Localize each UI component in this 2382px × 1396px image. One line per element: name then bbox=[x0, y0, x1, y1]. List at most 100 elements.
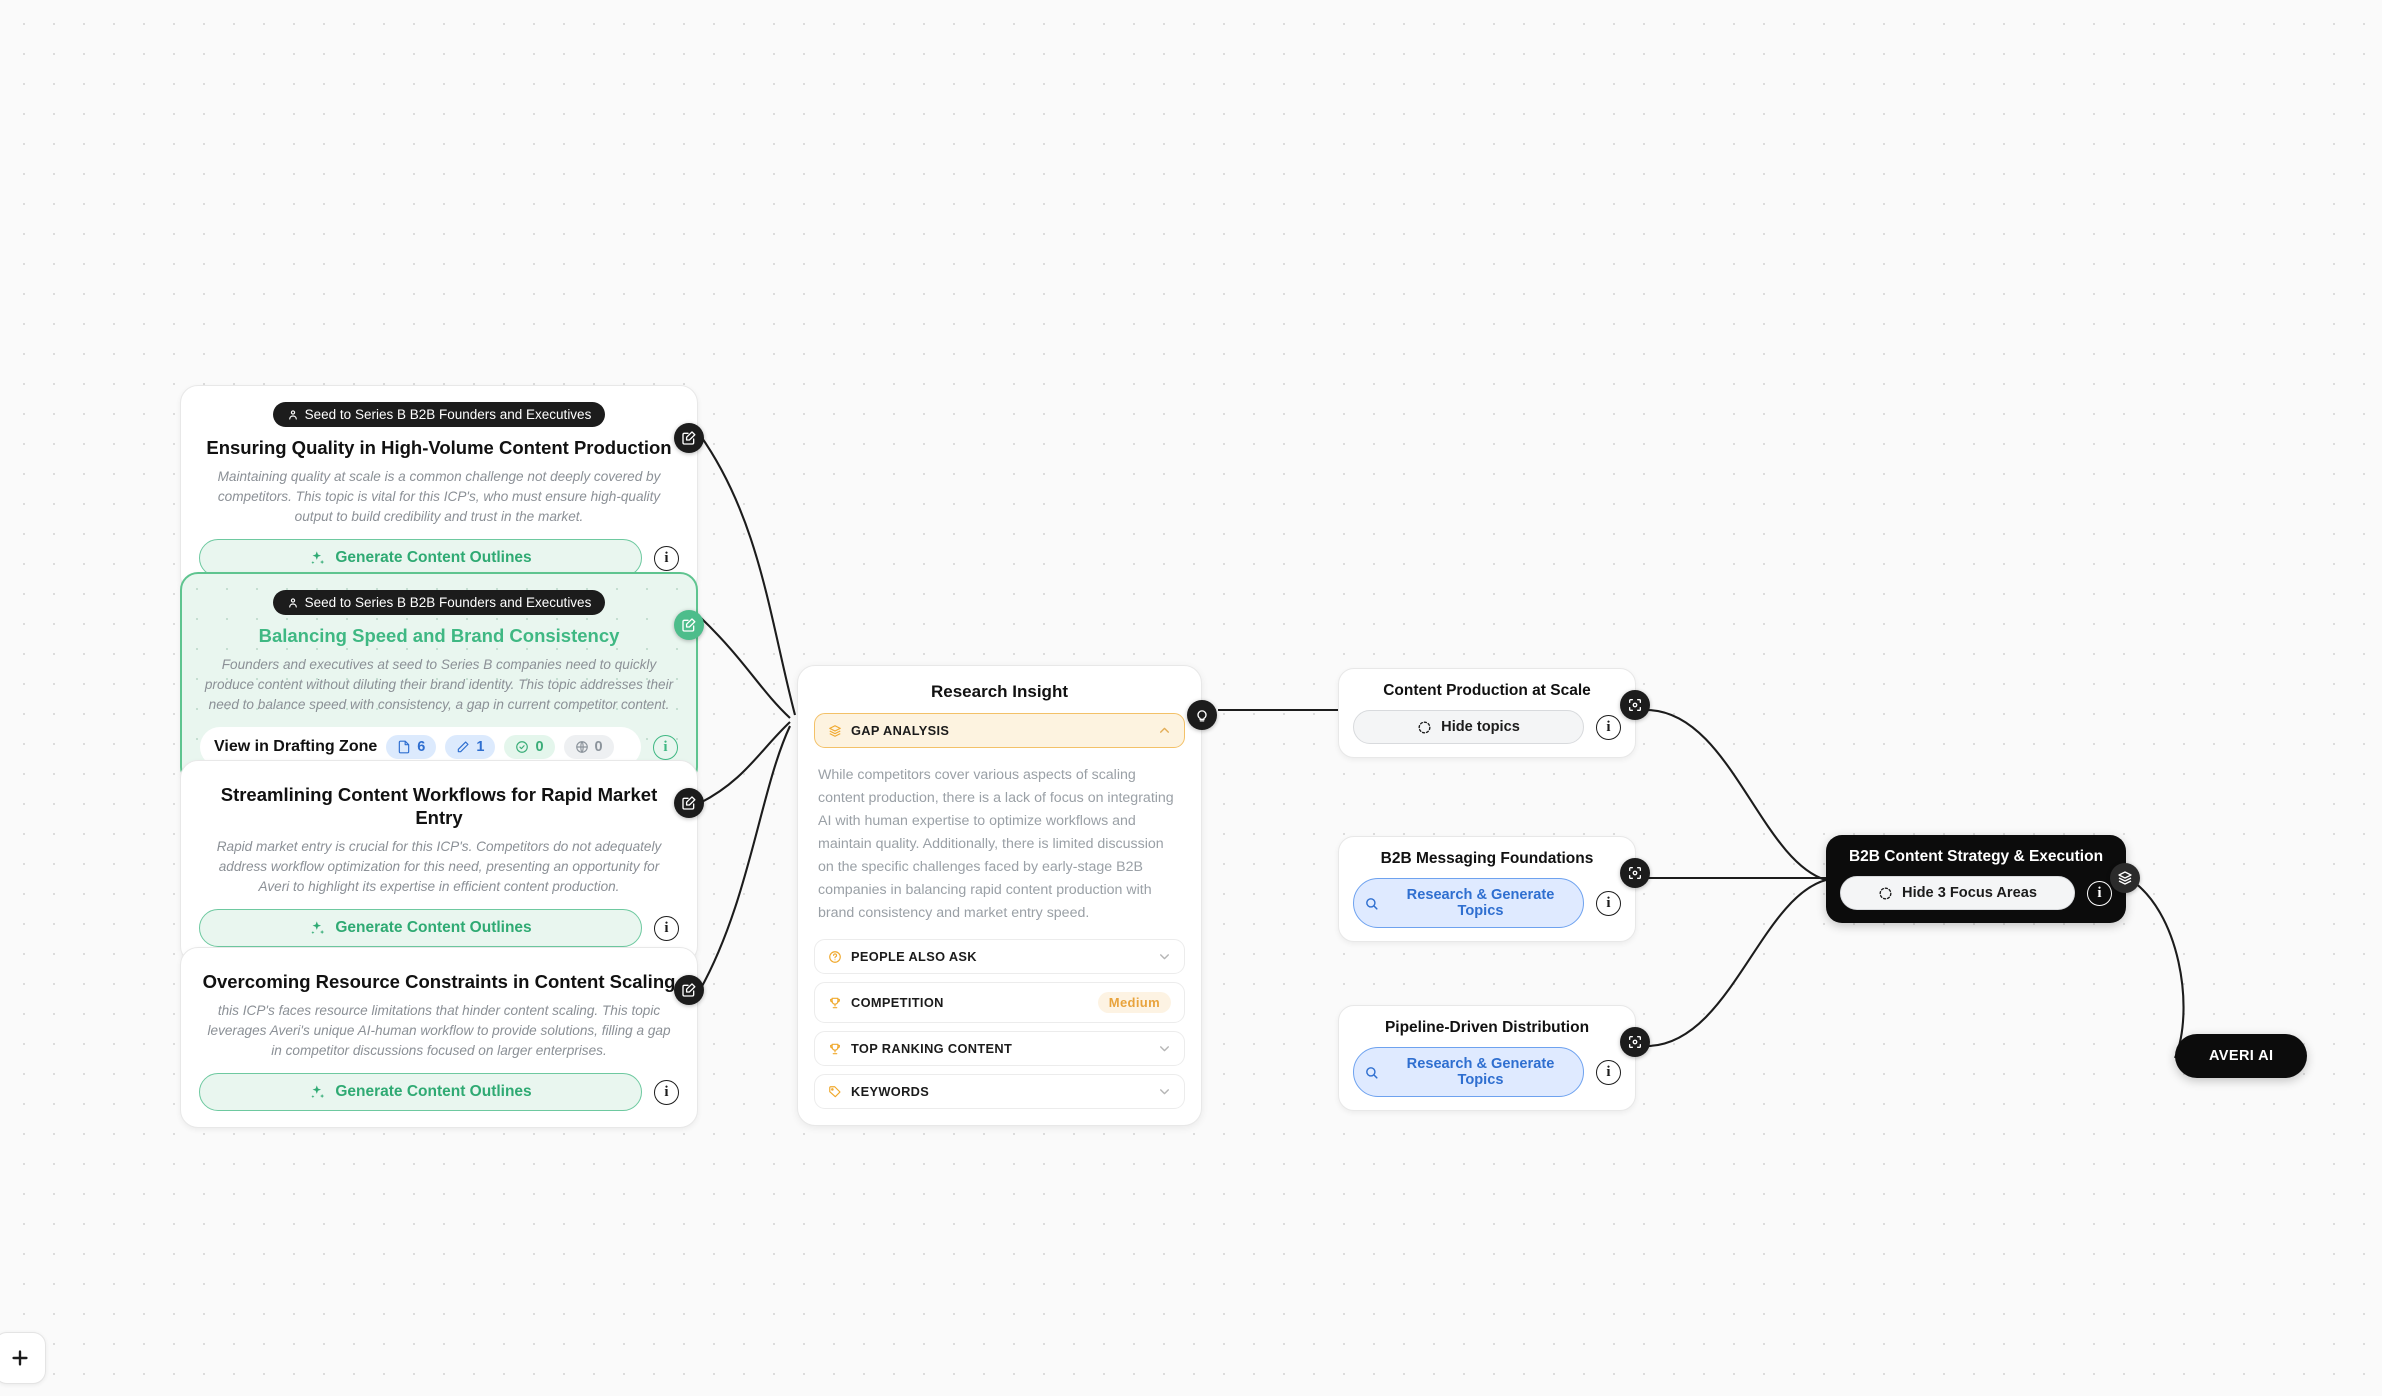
icp-label: Seed to Series B B2B Founders and Execut… bbox=[304, 407, 592, 422]
research-insight-panel: Research Insight GAP ANALYSIS While comp… bbox=[797, 665, 1202, 1126]
dashed-circle-icon bbox=[1879, 887, 1892, 899]
edit-node-badge[interactable] bbox=[674, 788, 704, 818]
accordion-keywords[interactable]: KEYWORDS bbox=[814, 1074, 1185, 1109]
layers-icon bbox=[2118, 871, 2132, 885]
competition-level-badge: Medium bbox=[1097, 992, 1171, 1013]
hide-focus-areas-button[interactable]: Hide 3 Focus Areas bbox=[1840, 876, 2075, 910]
strategy-node[interactable]: B2B Content Strategy & Execution Hide 3 … bbox=[1826, 835, 2140, 923]
info-icon[interactable]: i bbox=[1596, 714, 1621, 740]
chevron-up-icon bbox=[1160, 727, 1169, 733]
topic-description: this ICP's faces resource limitations th… bbox=[207, 1003, 671, 1058]
accordion-competition[interactable]: COMPETITION Medium bbox=[814, 982, 1185, 1023]
scan-icon bbox=[1629, 1036, 1641, 1048]
edge-focus3-strategy bbox=[1647, 878, 1827, 1048]
research-insight-node[interactable]: Research Insight GAP ANALYSIS While comp… bbox=[797, 665, 1217, 1126]
info-icon[interactable]: i bbox=[654, 545, 679, 571]
generate-button-label: Generate Content Outlines bbox=[335, 549, 532, 567]
sparkle-icon bbox=[311, 1085, 325, 1098]
topic-description: Rapid market entry is crucial for this I… bbox=[216, 839, 662, 894]
focus-card-title: B2B Messaging Foundations bbox=[1380, 850, 1594, 867]
scan-node-badge[interactable] bbox=[1620, 858, 1650, 888]
scan-node-badge[interactable] bbox=[1620, 1027, 1650, 1057]
research-generate-topics-button[interactable]: Research & Generate Topics bbox=[1353, 1047, 1584, 1097]
focus-card-body[interactable]: B2B Messaging Foundations Research & Gen… bbox=[1338, 836, 1636, 942]
focus-card-title: Content Production at Scale bbox=[1383, 682, 1591, 699]
add-node-button[interactable] bbox=[0, 1332, 46, 1384]
stat-documents[interactable]: 6 bbox=[386, 735, 437, 760]
card-action-row: View in Drafting Zone 6 1 0 bbox=[200, 727, 678, 768]
topic-card-body[interactable]: Overcoming Resource Constraints in Conte… bbox=[180, 947, 698, 1129]
card-action-row: Hide 3 Focus Areas i bbox=[1840, 876, 2112, 910]
topic-description: Maintaining quality at scale is a common… bbox=[217, 469, 661, 524]
edge-strategy-root bbox=[2127, 877, 2185, 1059]
lightbulb-icon bbox=[1197, 710, 1207, 722]
topic-card-2[interactable]: Seed to Series B B2B Founders and Execut… bbox=[180, 572, 704, 786]
trophy-icon bbox=[830, 997, 840, 1008]
edit-icon bbox=[682, 618, 696, 632]
accordion-gap-analysis[interactable]: GAP ANALYSIS bbox=[814, 713, 1185, 748]
info-icon[interactable]: i bbox=[653, 734, 678, 760]
person-icon bbox=[288, 597, 297, 608]
plus-icon bbox=[12, 1350, 28, 1366]
accordion-label: PEOPLE ALSO ASK bbox=[851, 949, 977, 964]
question-circle-icon bbox=[829, 950, 841, 963]
view-in-drafting-zone-button[interactable]: View in Drafting Zone 6 1 0 bbox=[200, 727, 641, 768]
edge-card3-insight bbox=[699, 721, 791, 804]
info-icon[interactable]: i bbox=[1596, 890, 1621, 916]
generate-content-outlines-button[interactable]: Generate Content Outlines bbox=[199, 1073, 642, 1112]
accordion-people-also-ask[interactable]: PEOPLE ALSO ASK bbox=[814, 939, 1185, 974]
edit-node-badge[interactable] bbox=[674, 610, 704, 640]
scan-node-badge[interactable] bbox=[1620, 690, 1650, 720]
stat-approved[interactable]: 0 bbox=[504, 735, 555, 760]
focus-card-1[interactable]: Content Production at Scale Hide topics … bbox=[1338, 668, 1650, 758]
stat-value: 0 bbox=[535, 739, 544, 756]
insight-lightbulb-badge[interactable] bbox=[1187, 700, 1217, 730]
topic-card-body[interactable]: Seed to Series B B2B Founders and Execut… bbox=[180, 385, 698, 595]
chevron-down-icon bbox=[1160, 1089, 1169, 1095]
focus-card-body[interactable]: Content Production at Scale Hide topics … bbox=[1338, 668, 1636, 758]
topic-card-body[interactable]: Streamlining Content Workflows for Rapid… bbox=[180, 760, 698, 965]
generate-content-outlines-button[interactable]: Generate Content Outlines bbox=[199, 909, 642, 948]
topic-title: Overcoming Resource Constraints in Conte… bbox=[202, 971, 676, 992]
stat-edits[interactable]: 1 bbox=[445, 735, 496, 760]
topic-card-3[interactable]: Streamlining Content Workflows for Rapid… bbox=[180, 760, 704, 965]
research-generate-topics-button[interactable]: Research & Generate Topics bbox=[1353, 878, 1584, 928]
check-circle-icon bbox=[516, 741, 529, 754]
tag-icon bbox=[829, 1085, 841, 1097]
focus-card-body[interactable]: Pipeline-Driven Distribution Research & … bbox=[1338, 1005, 1636, 1111]
topic-card-1[interactable]: Seed to Series B B2B Founders and Execut… bbox=[180, 385, 704, 595]
strategy-node-body[interactable]: B2B Content Strategy & Execution Hide 3 … bbox=[1826, 835, 2126, 923]
topic-card-body[interactable]: Seed to Series B B2B Founders and Execut… bbox=[180, 572, 698, 786]
document-icon bbox=[399, 740, 410, 754]
card-action-row: Research & Generate Topics i bbox=[1353, 878, 1621, 928]
info-icon[interactable]: i bbox=[654, 915, 679, 941]
info-icon[interactable]: i bbox=[1596, 1059, 1621, 1085]
accordion-top-ranking-content[interactable]: TOP RANKING CONTENT bbox=[814, 1031, 1185, 1066]
topic-title: Ensuring Quality in High-Volume Content … bbox=[206, 437, 672, 458]
edge-card1-insight bbox=[699, 434, 797, 716]
trophy-icon bbox=[830, 1043, 840, 1054]
focus-card-3[interactable]: Pipeline-Driven Distribution Research & … bbox=[1338, 1005, 1650, 1111]
topic-card-4[interactable]: Overcoming Resource Constraints in Conte… bbox=[180, 947, 704, 1129]
stat-value: 0 bbox=[594, 739, 603, 756]
info-icon[interactable]: i bbox=[654, 1079, 679, 1105]
sparkle-icon bbox=[311, 551, 325, 564]
hide-topics-button[interactable]: Hide topics bbox=[1353, 710, 1584, 744]
dashed-circle-icon bbox=[1418, 721, 1431, 733]
edit-node-badge[interactable] bbox=[674, 975, 704, 1005]
focus-card-2[interactable]: B2B Messaging Foundations Research & Gen… bbox=[1338, 836, 1650, 942]
edit-node-badge[interactable] bbox=[674, 423, 704, 453]
chevron-down-icon bbox=[1160, 954, 1169, 960]
focus-action-label: Research & Generate Topics bbox=[1406, 887, 1555, 919]
focus-card-title: Pipeline-Driven Distribution bbox=[1384, 1019, 1590, 1036]
edit-icon bbox=[682, 431, 696, 445]
chevron-down-icon bbox=[1160, 1046, 1169, 1052]
info-icon[interactable]: i bbox=[2087, 880, 2112, 906]
root-node[interactable]: AVERI AI bbox=[2175, 1034, 2308, 1078]
root-node-label[interactable]: AVERI AI bbox=[2175, 1034, 2308, 1078]
card-action-row: Research & Generate Topics i bbox=[1353, 1047, 1621, 1097]
stat-value: 6 bbox=[417, 739, 426, 756]
stat-published[interactable]: 0 bbox=[563, 735, 614, 760]
layers-node-badge[interactable] bbox=[2110, 863, 2140, 893]
